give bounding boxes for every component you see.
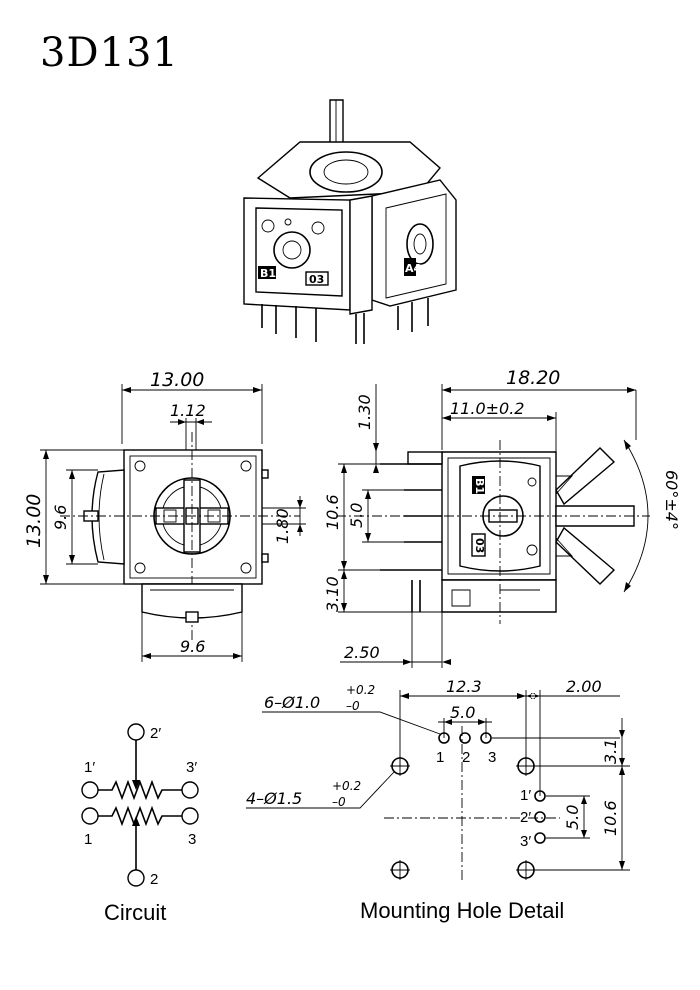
dim-center-width: 1.12 [170, 401, 206, 420]
isometric-view: B1 03 A4 [243, 99, 457, 344]
part-number-title: 3D131 [40, 30, 179, 76]
mark-b1-iso: B1 [260, 267, 276, 280]
dim-side-body: 11.0±0.2 [450, 399, 524, 418]
mark-b1-side: B1 [473, 478, 486, 494]
mounting-hole-detail: 12.3 2.00 5.0 1 2 3 6–Ø1.0 +0.2 –0 4–Ø1.… [246, 677, 630, 923]
hole-label-1prime: 1′ [520, 787, 531, 804]
dim-front-inner-height: 9.6 [51, 505, 70, 530]
small-hole-callout: 6–Ø1.0 [264, 693, 320, 712]
dim-side-pin-pitch: 5.0 [347, 503, 366, 528]
circuit-diagram: 2′ 1′ 3′ 1 3 2 Circuit [81, 723, 199, 925]
dim-mount-top-gap: 3.1 [601, 739, 620, 764]
dim-front-width: 13.00 [150, 369, 204, 391]
small-hole-tol-minus: –0 [346, 699, 360, 713]
dim-side-pin-span: 10.6 [323, 494, 342, 530]
side-view: 18.20 11.0±0.2 B1 03 [323, 367, 681, 668]
hole-label-2: 2 [462, 749, 470, 766]
dim-side-angle: 60°±4° [662, 470, 681, 530]
circuit-label-3: 3 [188, 831, 196, 848]
dim-mount-vertical-span: 10.6 [601, 800, 620, 836]
large-hole-tol-plus: +0.2 [332, 779, 361, 793]
circuit-label-2prime: 2′ [150, 725, 161, 742]
dim-mount-span: 12.3 [446, 677, 482, 696]
mark-03-side: 03 [473, 538, 486, 553]
dim-front-slot: 1.80 [273, 508, 292, 544]
circuit-label-3prime: 3′ [186, 759, 197, 776]
dim-mount-pitch-top: 5.0 [450, 703, 475, 722]
dim-side-pin-offset: 2.50 [344, 643, 380, 662]
dim-side-bottom: 3.10 [323, 576, 342, 612]
hole-label-2prime: 2′ [520, 809, 531, 826]
front-view: 13.00 1.12 1.80 13 [23, 369, 306, 662]
dim-side-overall: 18.20 [506, 367, 560, 389]
dim-mount-offset: 2.00 [566, 677, 602, 696]
mark-a4-iso: A4 [405, 262, 422, 275]
mounting-caption: Mounting Hole Detail [360, 898, 564, 923]
large-hole-callout: 4–Ø1.5 [246, 789, 302, 808]
hole-label-3: 3 [488, 749, 496, 766]
circuit-caption: Circuit [104, 900, 166, 925]
small-hole-tol-plus: +0.2 [346, 683, 375, 697]
dim-mount-pitch-side: 5.0 [563, 805, 582, 830]
dim-front-height: 13.00 [23, 494, 45, 548]
dim-front-bottom: 9.6 [180, 637, 205, 656]
hole-label-3prime: 3′ [520, 833, 531, 850]
large-hole-tol-minus: –0 [332, 795, 346, 809]
circuit-label-1: 1 [84, 831, 92, 848]
circuit-label-2: 2 [150, 871, 158, 888]
circuit-label-1prime: 1′ [84, 759, 95, 776]
dim-side-top: 1.30 [355, 394, 374, 430]
mark-03-iso: 03 [309, 273, 324, 286]
hole-label-1: 1 [436, 749, 444, 766]
